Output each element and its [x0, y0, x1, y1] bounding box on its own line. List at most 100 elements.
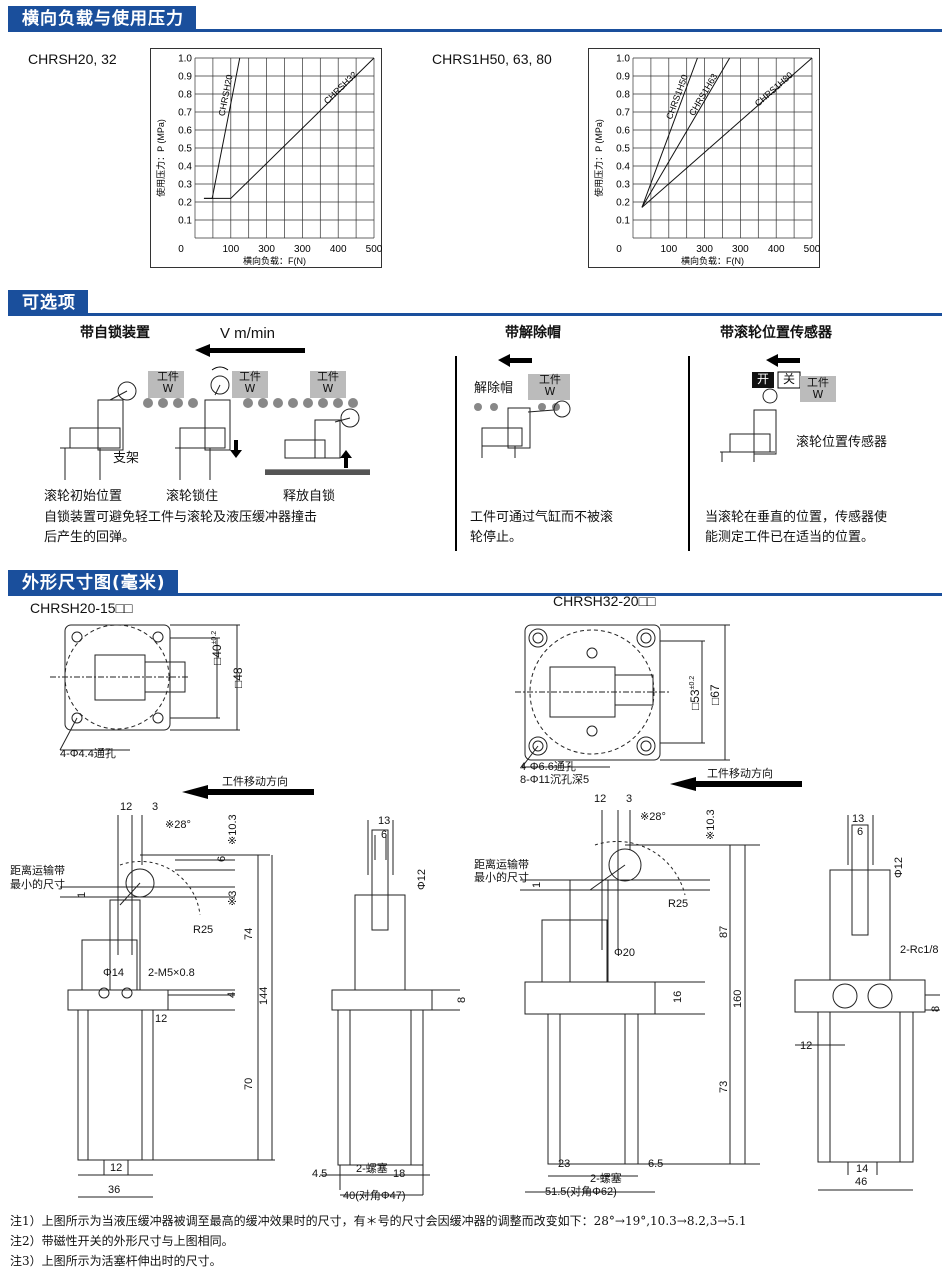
dim-3: 3: [152, 801, 159, 813]
option-lock-title: 带自锁装置: [80, 325, 150, 341]
up-arrow-icon: [340, 450, 352, 468]
cap-illustration: [474, 354, 571, 458]
dim-holes-left: 4-Φ4.4通孔: [60, 748, 116, 760]
x-tick-label: 500: [804, 244, 820, 255]
model-left: CHRSH20-15□□: [30, 600, 133, 616]
front-view-left: [60, 815, 275, 1198]
y-tick-label: 0.3: [616, 180, 630, 191]
x-tick-label: 300: [294, 244, 311, 255]
dim-144: 144: [258, 986, 270, 1005]
down-arrow-icon: [230, 440, 242, 458]
dim-r-10.3: ※10.3: [705, 809, 717, 840]
bracket-label: 支架: [113, 451, 140, 466]
sensor-label: 滚轮位置传感器: [796, 435, 888, 450]
x-tick-label: 300: [696, 244, 713, 255]
dim-angle: ※28°: [165, 819, 191, 831]
direction-label-right: 工件移动方向: [707, 768, 773, 780]
x-axis-label: 横向负载：F(N): [243, 255, 306, 266]
chart-title-right: CHRS1H50, 63, 80: [432, 51, 552, 67]
dim-r-r25: R25: [668, 898, 689, 910]
column-divider: [688, 356, 690, 551]
dim-r-51.5: 51.5(对角Φ62): [545, 1186, 617, 1198]
dim-r-16: 16: [672, 990, 684, 1003]
sensor-desc-2: 能测定工件已在适当的位置。: [705, 530, 875, 545]
y-tick-label: 0.4: [616, 162, 630, 173]
y-tick-label: 0.8: [616, 90, 630, 101]
dim-m5: 2-M5×0.8: [148, 967, 195, 979]
dim-r-angle: ※28°: [640, 811, 666, 823]
note-2: 注2）带磁性开关的外形尺寸与上图相同。: [10, 1234, 234, 1248]
series-line-CHRS1H50: [641, 57, 698, 208]
lock-desc-2: 后产生的回弹。: [44, 530, 136, 545]
dim-r-1: 1: [531, 881, 543, 888]
y-tick-label: 0.9: [178, 72, 192, 83]
side-13: 13: [378, 815, 391, 827]
cap-label: 解除帽: [474, 381, 514, 396]
dim-phi14: Φ14: [103, 967, 125, 979]
dim-12: 12: [120, 801, 133, 813]
side-plug: 2-螺塞: [356, 1163, 388, 1175]
conveyor-label-right-2: 最小的尺寸: [474, 872, 529, 884]
side-8: 8: [456, 996, 468, 1003]
y-tick-label: 0.8: [178, 90, 192, 101]
column-divider: [455, 356, 457, 551]
section-title-options: 可选项: [8, 290, 88, 316]
dim-36: 36: [108, 1184, 121, 1196]
x-tick-label: 300: [732, 244, 749, 255]
option-cap-title: 带解除帽: [505, 325, 561, 341]
dim-r-23: 23: [558, 1158, 571, 1170]
section-divider: [8, 313, 942, 316]
dim-r-3: 3: [626, 793, 633, 805]
direction-label-left: 工件移动方向: [222, 776, 288, 788]
dim-r-phi20: Φ20: [614, 947, 636, 959]
top-view-left: [50, 624, 240, 751]
side-view-left: [320, 820, 460, 1196]
sensor-desc-1: 当滚轮在垂直的位置，传感器使: [705, 510, 888, 525]
side-r-6: 6: [857, 826, 864, 838]
x-tick-label: 0: [616, 244, 622, 255]
series-line-CHRSH32: [203, 57, 375, 199]
direction-arrow-right-icon: [670, 777, 802, 791]
side-r-13: 13: [852, 813, 865, 825]
y-tick-label: 1.0: [178, 54, 192, 65]
dim-r25: R25: [193, 924, 214, 936]
on-label: 开: [756, 372, 769, 386]
lock-desc-1: 自锁装置可避免轻工件与滚轮及液压缓冲器撞击: [44, 510, 318, 525]
section-title-dimensions: 外形尺寸图(毫米): [8, 570, 178, 596]
y-tick-label: 0.6: [178, 126, 192, 137]
y-tick-label: 0.7: [616, 108, 630, 119]
caption-locked: 滚轮锁住: [166, 489, 219, 504]
direction-arrow-left-icon: [182, 785, 314, 799]
side-6: 6: [381, 829, 388, 841]
x-tick-label: 400: [768, 244, 785, 255]
y-tick-label: 0.2: [178, 198, 192, 209]
dim-1: 1: [76, 891, 88, 898]
side-r-12: 12: [800, 1040, 813, 1052]
cap-desc-2: 轮停止。: [470, 530, 523, 545]
model-right: CHRSH32-20□□: [553, 593, 656, 609]
x-tick-label: 100: [222, 244, 239, 255]
dim-sq53: □53±0.2: [688, 675, 702, 710]
y-axis-label: 使用压力：P (MPa): [593, 119, 604, 197]
section-title-lateral-load: 横向负载与使用压力: [8, 6, 196, 32]
x-tick-label: 0: [178, 244, 184, 255]
dim-sq48: □48: [231, 667, 245, 688]
lock-rotate-icon: [211, 366, 229, 371]
dim-sq40: □40±0.2: [210, 630, 224, 665]
dim-12b: 12: [155, 1013, 168, 1025]
chart-title-left: CHRSH20, 32: [28, 51, 117, 67]
dim-r-160: 160: [732, 989, 744, 1008]
series-label: CHRS1H63: [687, 72, 719, 118]
y-tick-label: 0.2: [616, 198, 630, 209]
dim-10.3: ※10.3: [227, 814, 239, 845]
front-view-right: [520, 810, 760, 1193]
series-label: CHRSH32: [322, 70, 359, 107]
x-tick-label: 400: [330, 244, 347, 255]
dim-holes-right-1: 4-Φ6.6通孔: [520, 761, 576, 773]
chart-frame: [150, 48, 382, 268]
dim-r-87: 87: [718, 925, 730, 938]
